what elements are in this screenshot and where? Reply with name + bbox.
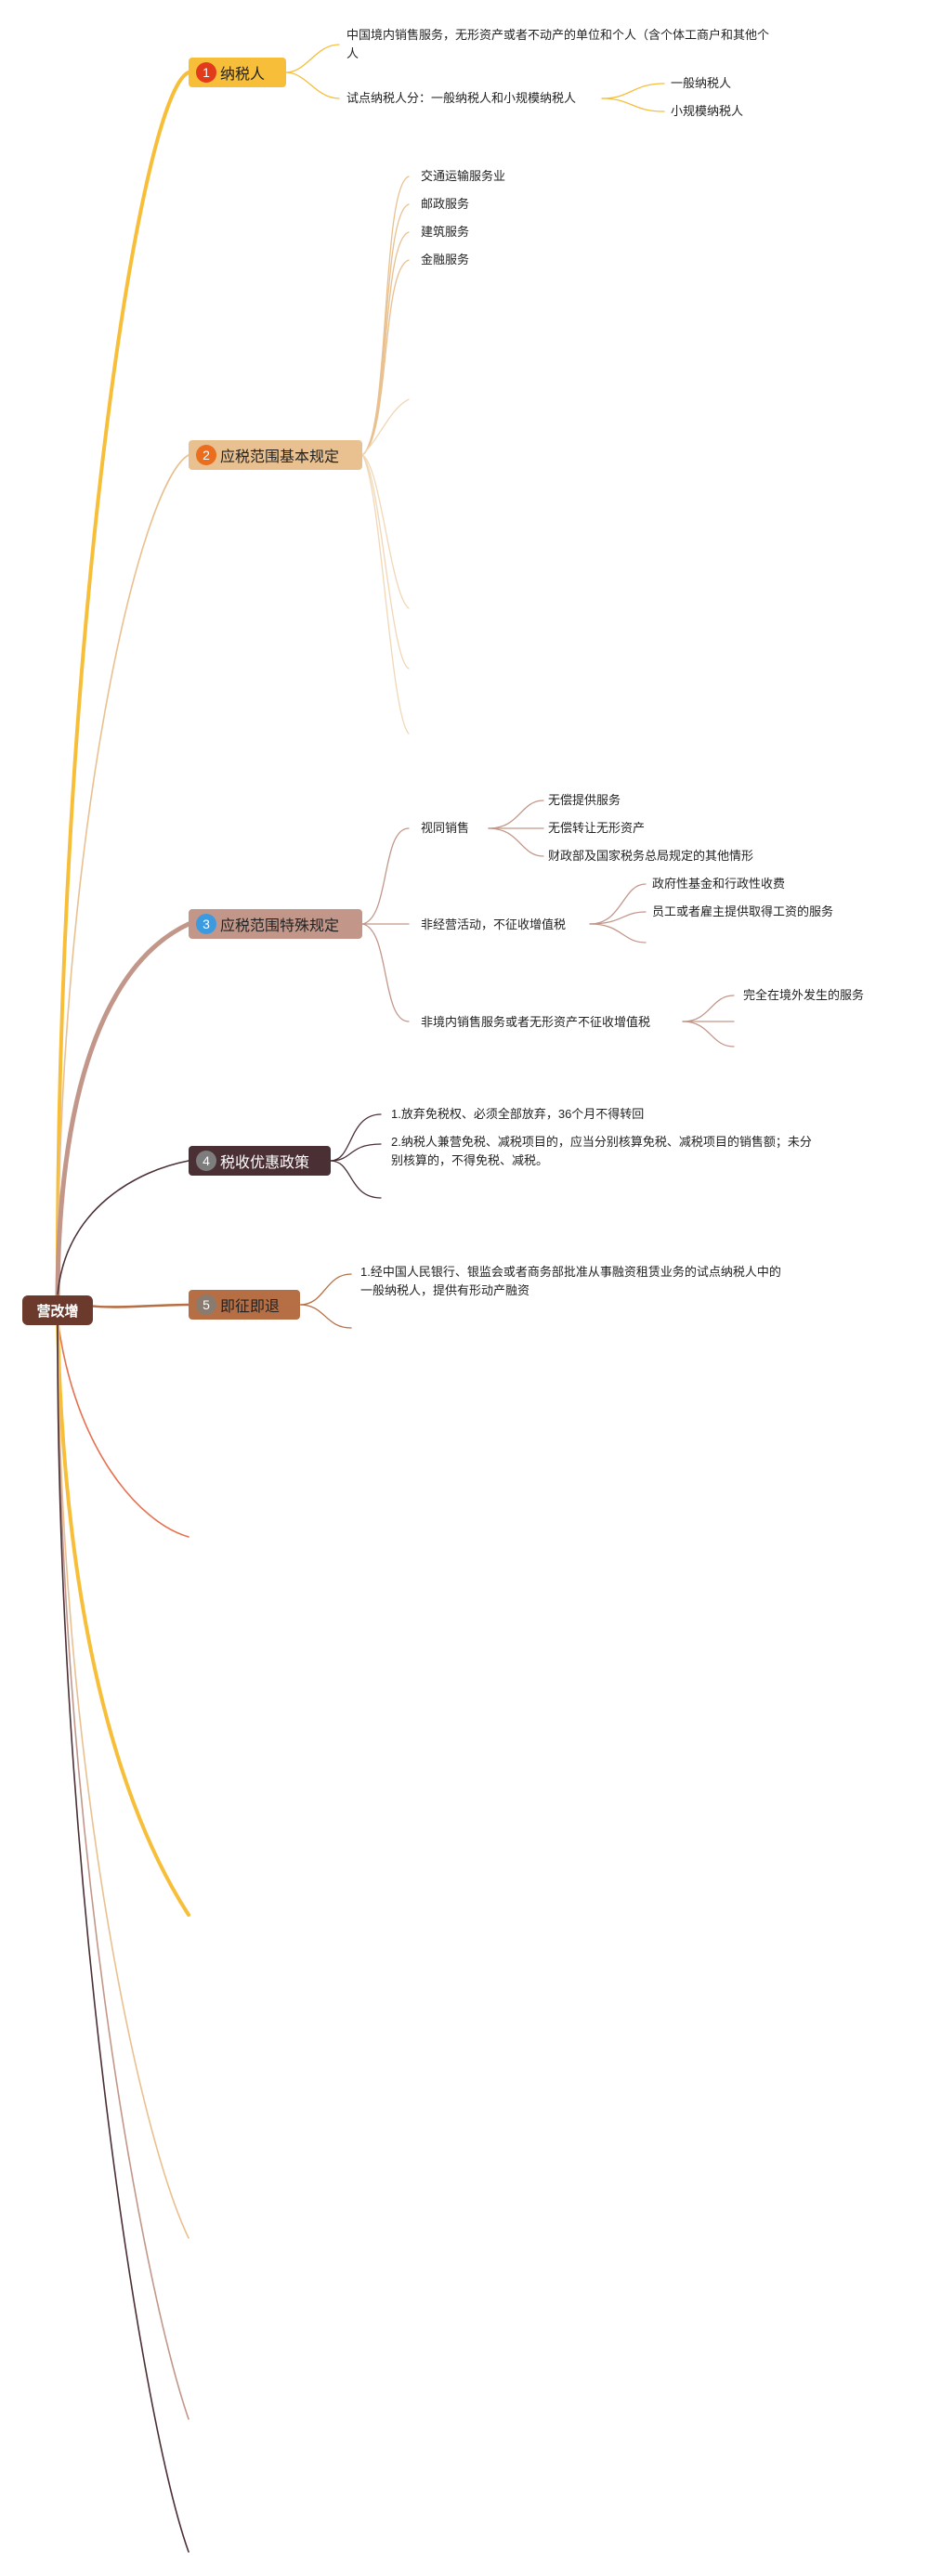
connector-b2-3 (361, 231, 410, 456)
b1-item2-child2[interactable]: 小规模纳税人 (671, 104, 744, 118)
branch-label: 纳税人 (220, 67, 266, 83)
number-badge-icon: 4 (196, 1151, 216, 1171)
b4-item2-line2: 别核算的，不得免税、减税。 (391, 1153, 549, 1167)
connector-b3-g1c3 (488, 827, 544, 857)
b3-group3-child1[interactable]: 完全在境外发生的服务 (743, 988, 865, 1002)
connector-b1-item2 (285, 72, 340, 99)
connector-root-empty-dark (57, 1318, 190, 2553)
connector-b4-2 (330, 1143, 382, 1162)
connector-b4-1 (330, 1113, 382, 1162)
b4-item2[interactable]: 2.纳税人兼营免税、减税项目的，应当分别核算免税、减税项目的销售额；未分 别核算… (391, 1133, 856, 1170)
connector-b3-g2c2 (589, 911, 647, 925)
branch-basic-scope[interactable]: 2 应税范围基本规定 (189, 440, 362, 470)
branch-special-scope[interactable]: 3 应税范围特殊规定 (189, 909, 362, 939)
b3-group1-child3[interactable]: 财政部及国家税务总局规定的其他情形 (548, 849, 754, 863)
b4-item1[interactable]: 1.放弃免税权、必须全部放弃，36个月不得转回 (391, 1107, 645, 1121)
b3-group2-child2[interactable]: 员工或者雇主提供取得工资的服务 (652, 904, 834, 918)
b3-group1[interactable]: 视同销售 (421, 821, 470, 835)
connector-b5-1 (299, 1273, 352, 1306)
b5-item1-line2: 一般纳税人，提供有形动产融资 (360, 1283, 530, 1297)
connector-b3-g2c3 (589, 923, 647, 943)
root-label: 营改增 (36, 1303, 79, 1320)
b1-item2[interactable]: 试点纳税人分：一般纳税人和小规模纳税人 (346, 91, 577, 105)
connector-b3-g1 (361, 827, 410, 925)
connector-b1-sub2 (601, 98, 665, 112)
connector-root-b3 (55, 921, 191, 1298)
branch-label: 应税范围基本规定 (220, 449, 340, 465)
b5-item1[interactable]: 1.经中国人民银行、银监会或者商务部批准从事融资租赁业务的试点纳税人中的 一般纳… (360, 1263, 843, 1300)
b3-group1-child2[interactable]: 无偿转让无形资产 (548, 821, 646, 835)
connector-root-empty-gold (56, 1317, 190, 1917)
b4-item2-line1: 2.纳税人兼营免税、减税项目的，应当分别核算免税、减税项目的销售额；未分 (391, 1135, 812, 1149)
connector-b2-4 (361, 259, 410, 456)
connector-root-b2 (57, 454, 190, 1296)
connector-b1-item1 (285, 44, 340, 73)
connector-b3-g1c1 (488, 800, 544, 829)
connector-b2-1 (361, 176, 410, 456)
b2-item-3[interactable]: 建筑服务 (421, 225, 470, 239)
connector-b1-sub1 (601, 83, 665, 99)
b2-item-4[interactable]: 金融服务 (421, 253, 470, 267)
connector-root-empty-red (57, 1318, 190, 1538)
connector-b3-g2c1 (589, 883, 647, 925)
b3-group1-child1[interactable]: 无偿提供服务 (548, 793, 621, 807)
connector-root-empty-tan (57, 1318, 190, 2239)
branch-label: 应税范围特殊规定 (220, 918, 340, 934)
branch-tax-incentives[interactable]: 4 税收优惠政策 (189, 1146, 331, 1176)
connector-root-b4 (57, 1160, 190, 1296)
b3-group2[interactable]: 非经营活动，不征收增值税 (421, 917, 567, 931)
branch-taxpayer[interactable]: 1 纳税人 (189, 58, 286, 87)
connector-root-b1 (55, 71, 190, 1297)
connector-b4-3 (330, 1160, 382, 1199)
connector-b2-5 (361, 398, 410, 456)
branch-label: 税收优惠政策 (220, 1155, 310, 1171)
connector-b2-6 (361, 454, 410, 609)
connector-b3-g3 (361, 923, 410, 1022)
b1-item2-child1[interactable]: 一般纳税人 (671, 76, 732, 90)
b1-item1[interactable]: 中国境内销售服务，无形资产或者不动产的单位和个人（含个体工商户和其他个 人 (346, 26, 811, 63)
connector-b3-g3c3 (682, 1021, 735, 1047)
connector-root-empty-rose (57, 1318, 190, 2420)
connector-b2-7 (361, 454, 410, 670)
connector-b3-g3c1 (682, 995, 735, 1022)
number-badge-icon: 3 (196, 914, 216, 934)
connector-b2-2 (361, 203, 410, 456)
b5-item1-line1: 1.经中国人民银行、银监会或者商务部批准从事融资租赁业务的试点纳税人中的 (360, 1265, 781, 1279)
connector-b2-8 (361, 454, 410, 735)
b2-item-2[interactable]: 邮政服务 (421, 197, 470, 211)
connector-b5-2 (299, 1304, 352, 1329)
b3-group3[interactable]: 非境内销售服务或者无形资产不征收增值税 (421, 1015, 651, 1029)
b3-group2-child1[interactable]: 政府性基金和行政性收费 (652, 877, 786, 891)
b1-item1-line1: 中国境内销售服务，无形资产或者不动产的单位和个人（含个体工商户和其他个 (346, 28, 770, 42)
number-badge-icon: 2 (196, 445, 216, 465)
branch-immediate-refund[interactable]: 5 即征即退 (189, 1290, 300, 1320)
number-badge-icon: 5 (196, 1295, 216, 1315)
b1-item1-line2: 人 (346, 46, 359, 60)
root-node[interactable]: 营改增 (22, 1295, 93, 1325)
branch-label: 即征即退 (220, 1299, 281, 1315)
number-badge-icon: 1 (196, 62, 216, 83)
b2-item-1[interactable]: 交通运输服务业 (421, 169, 506, 183)
